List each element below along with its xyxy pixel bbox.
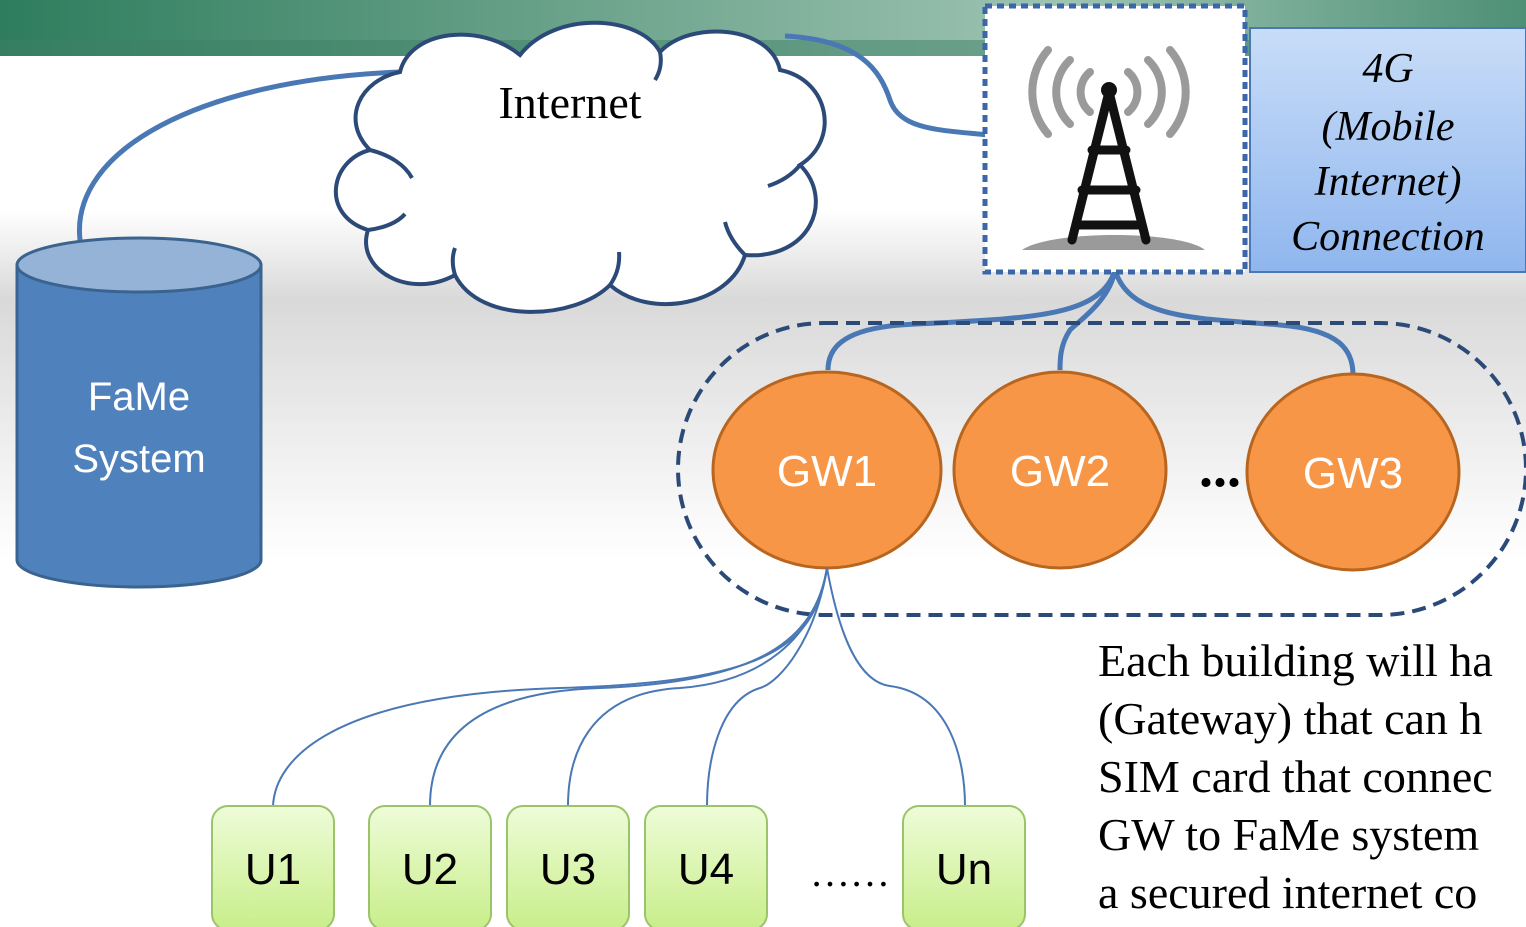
cloud-inner-arc-5	[723, 221, 747, 257]
unit-u3[interactable]	[506, 805, 630, 927]
connection-line-4: Connection	[1291, 214, 1485, 260]
gateway-group-container	[676, 321, 1526, 617]
link-gw1-un	[826, 567, 966, 807]
gateway-gw1-label: GW1	[777, 447, 877, 496]
gateway-gw3-label: GW3	[1303, 449, 1403, 498]
link-gw1-u4	[706, 567, 828, 807]
link-gw1-u2	[429, 567, 828, 807]
cloud-inner-arc-3	[450, 247, 457, 276]
internet-cloud: Internet	[333, 20, 827, 314]
cloud-inner-arc-6	[767, 163, 802, 188]
gateway-ellipsis: ...	[1199, 437, 1241, 499]
cloud-inner-arc-1	[369, 148, 414, 180]
cloud-shape	[333, 20, 827, 314]
link-tower-to-gw2	[1057, 269, 1118, 371]
connection-line-2: (Mobile	[1322, 104, 1455, 150]
connection-line-1: 4G	[1362, 46, 1413, 92]
link-gw1-u3	[567, 567, 828, 807]
unit-u3-label: U3	[540, 845, 596, 894]
unit-u1[interactable]	[211, 805, 335, 927]
database-body	[15, 263, 263, 589]
link-tower-to-gw1	[825, 269, 1118, 371]
link-db-to-cloud	[77, 69, 401, 241]
database-label-line1: FaMe	[88, 375, 190, 419]
database-top	[15, 236, 263, 294]
connection-line-3: Internet)	[1314, 159, 1462, 205]
unit-un[interactable]	[902, 805, 1026, 927]
unit-u4-label: U4	[678, 845, 734, 894]
unit-links	[272, 567, 966, 807]
link-cloud-to-tower	[784, 33, 989, 138]
cloud-inner-arc-7	[653, 51, 663, 82]
cloud-inner-arc-4	[608, 251, 622, 287]
gateway-gw2-label: GW2	[1010, 447, 1110, 496]
cell-tower-panel	[982, 3, 1248, 275]
description-line-5: a secured internet co	[1098, 867, 1477, 918]
unit-u1-label: U1	[245, 845, 301, 894]
unit-ellipsis: ……	[810, 850, 890, 895]
gateway-nodes: GW1 GW2 GW3 ...	[711, 370, 1461, 572]
unit-nodes: U1 U2 U3 U4 Un ……	[211, 805, 1026, 927]
link-gw1-u1	[272, 567, 828, 807]
fame-system-database: FaMe System	[15, 236, 263, 589]
cloud-label: Internet	[498, 77, 641, 128]
tower-box	[982, 3, 1248, 275]
unit-u2[interactable]	[368, 805, 492, 927]
unit-u4[interactable]	[644, 805, 768, 927]
database-label-line2: System	[72, 437, 205, 481]
description-line-4: GW to FaMe system	[1098, 809, 1479, 860]
tower-top	[1101, 82, 1117, 98]
mobile-internet-connection-box: 4G (Mobile Internet) Connection	[1249, 27, 1526, 273]
description-line-1: Each building will ha	[1098, 635, 1493, 686]
unit-u2-label: U2	[402, 845, 458, 894]
gateway-gw2[interactable]	[952, 370, 1168, 570]
description-text: Each building will ha (Gateway) that can…	[1098, 635, 1493, 918]
unit-un-label: Un	[936, 845, 992, 894]
gateway-gw3[interactable]	[1245, 372, 1461, 572]
cloud-inner-arc-2	[367, 212, 407, 232]
connection-box-bg	[1249, 27, 1526, 273]
cell-tower-icon	[1022, 46, 1205, 250]
description-line-2: (Gateway) that can h	[1098, 693, 1482, 744]
description-line-3: SIM card that connec	[1098, 751, 1493, 802]
